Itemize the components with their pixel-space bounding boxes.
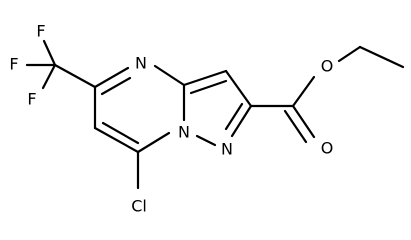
bond-c3-c2 bbox=[224, 69, 253, 108]
atom-label-n-pyrazole: N bbox=[221, 140, 233, 159]
bond-cf3-f-bottom bbox=[41, 63, 57, 90]
atom-labels: F F F N N N O O Cl bbox=[9, 22, 333, 216]
bond-c5-n4-double bbox=[100, 76, 132, 96]
bonds bbox=[25, 39, 405, 190]
bond-c3a-c3-double bbox=[189, 79, 228, 95]
bond-n1-n-bridge bbox=[195, 134, 217, 147]
atom-label-f-bottom: F bbox=[27, 90, 36, 109]
molecule-structure: F F F N N N O O Cl bbox=[9, 22, 405, 216]
bond-c6-c7 bbox=[93, 126, 140, 154]
bond-c3a-c3 bbox=[182, 69, 228, 87]
bond-ester-o-ch2 bbox=[337, 45, 362, 63]
bond-carbonyl-ester-o bbox=[291, 75, 316, 108]
atom-label-f-top: F bbox=[36, 22, 45, 41]
atom-label-n-bridge: N bbox=[178, 123, 190, 142]
bond-ch2-ch3 bbox=[358, 45, 405, 69]
bond-c2-n1-double bbox=[224, 102, 244, 131]
bond-cf3-f-top bbox=[42, 39, 57, 67]
atom-label-o-carbonyl: O bbox=[321, 139, 334, 158]
bond-n4-c3a bbox=[153, 64, 186, 87]
atom-label-o-ester: O bbox=[321, 57, 334, 76]
bond-c5-n4 bbox=[93, 66, 130, 89]
atom-label-f-left: F bbox=[9, 55, 18, 74]
bond-c2-n1 bbox=[230, 104, 253, 138]
bond-c7-n-bridge bbox=[136, 131, 171, 154]
bond-c6-c7-double bbox=[101, 121, 140, 145]
bond-cf3-ring bbox=[53, 63, 97, 89]
atom-label-n-pyrimidine: N bbox=[135, 54, 147, 73]
bond-carbonyl-o bbox=[291, 104, 316, 139]
atom-label-cl: Cl bbox=[131, 197, 147, 216]
bond-carbonyl-o-double bbox=[283, 109, 308, 144]
